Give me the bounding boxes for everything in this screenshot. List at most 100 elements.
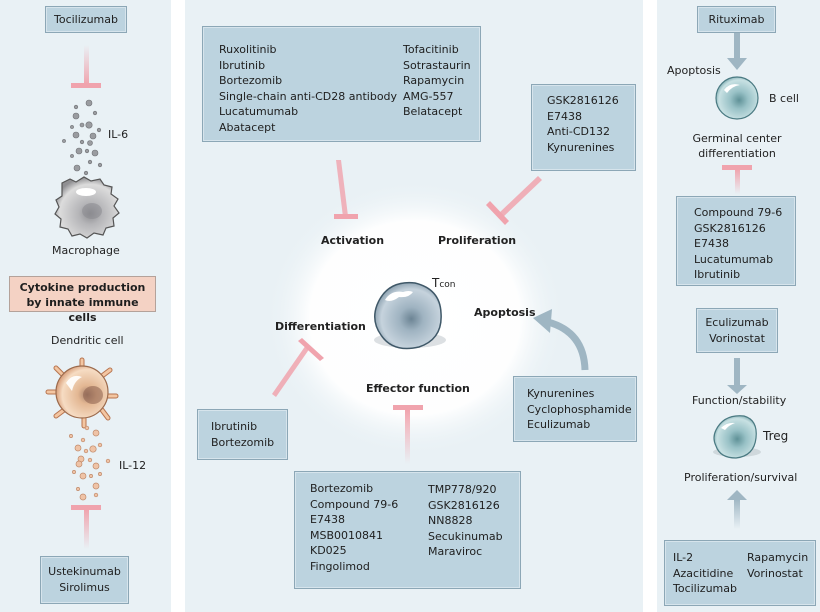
drug-name: E7438 (310, 513, 345, 526)
treg-label: Treg (763, 429, 788, 443)
drug-name: Rapamycin (403, 74, 465, 87)
drug-name: Ustekinumab (48, 565, 121, 578)
treg-proliferation-drug-box: IL-2 Azacitidine Tocilizumab Rapamycin V… (664, 540, 816, 606)
drug-name: Secukinumab (428, 529, 503, 543)
dendritic-cell-label: Dendritic cell (51, 334, 124, 347)
drug-name: GSK2816126 (428, 498, 500, 512)
drug-name: Sotrastaurin (403, 58, 471, 72)
drug-name: Maraviroc (428, 545, 483, 558)
drug-name: Ibrutinib (219, 58, 266, 72)
gc-label-line: differentiation (698, 147, 776, 160)
drug-name: Anti-CD132 (547, 125, 610, 138)
ustekinumab-inhibit-arrow (71, 505, 101, 549)
drug-name: Rapamycin (747, 551, 809, 564)
drug-name: Bortezomib (211, 435, 275, 449)
treg-label-sub: reg (768, 429, 789, 443)
apoptosis-label: Apoptosis (474, 306, 536, 319)
proliferation-inhibit-arrow (486, 176, 542, 225)
drug-name: AMG-557 (403, 89, 454, 103)
drug-name: TMP778/920 (428, 483, 497, 496)
proliferation-drug-box: GSK2816126 E7438 Anti-CD132 Kynurenines (531, 84, 636, 171)
drug-name: GSK2816126 (547, 94, 619, 107)
treg-function-promote-arrow (727, 358, 747, 394)
drug-name: Kynurenines (547, 140, 615, 154)
treg-cell-icon (713, 415, 761, 459)
drug-name: Tocilizumab (673, 582, 737, 595)
treg-function-drug-box: Eculizumab Vorinostat (696, 308, 778, 353)
effector-function-drug-box: Bortezomib Compound 79-6 E7438 MSB001084… (294, 471, 521, 589)
il12-cytokine-bubbles (69, 425, 111, 501)
drug-name: Sirolimus (59, 580, 110, 594)
proliferation-survival-label: Proliferation/survival (684, 471, 798, 484)
b-cell-apoptosis-label: Apoptosis (667, 64, 721, 77)
activation-drug-box: Ruxolitinib Ibrutinib Bortezomib Single-… (202, 26, 481, 142)
effector-inhibit-arrow (393, 405, 423, 464)
differentiation-drug-box: Ibrutinib Bortezomib (197, 409, 288, 460)
drug-name: Lucatumumab (694, 252, 774, 266)
activation-label: Activation (321, 234, 385, 247)
drug-name: E7438 (694, 237, 729, 250)
tcon-label-sub: con (439, 280, 456, 290)
apoptosis-promote-arrow (533, 309, 589, 371)
drug-name: Lucatumumab (219, 105, 299, 118)
drug-name: Belatacept (403, 105, 463, 118)
rituximab-promote-arrow (727, 33, 747, 70)
cytokine-production-box: Cytokine production by innate immune cel… (9, 276, 156, 324)
drug-name: Vorinostat (709, 331, 765, 345)
drug-name: GSK2816126 (694, 221, 766, 235)
treg-label-main: T (763, 429, 769, 443)
drug-name: KD025 (310, 544, 347, 557)
drug-name: Compound 79-6 (310, 497, 399, 511)
drug-name: Single-chain anti-CD28 antibody (219, 89, 398, 103)
tcon-cell-icon (374, 281, 446, 350)
drug-name: MSB0010841 (310, 528, 384, 542)
drug-name: Tocilizumab (54, 13, 118, 26)
drug-name: Vorinostat (747, 566, 803, 580)
differentiation-inhibit-arrow (272, 338, 324, 397)
treg-proliferation-promote-arrow (727, 490, 747, 529)
function-stability-label: Function/stability (692, 394, 787, 407)
tocilizumab-inhibit-arrow (71, 45, 101, 88)
germinal-center-label: Germinal center differentiation (690, 131, 784, 161)
drug-name: Ibrutinib (694, 268, 741, 281)
proliferation-label: Proliferation (438, 234, 517, 247)
drug-name: Eculizumab (527, 418, 591, 431)
drug-name: Ibrutinib (211, 420, 258, 433)
drug-name: NN8828 (428, 514, 473, 527)
drug-name: Ruxolitinib (219, 43, 277, 56)
drug-name: Eculizumab (705, 316, 769, 329)
il6-cytokine-bubbles (62, 99, 103, 176)
drug-name: Kynurenines (527, 387, 595, 400)
drug-name: Compound 79-6 (694, 206, 783, 219)
differentiation-label: Differentiation (275, 320, 366, 333)
gc-drug-box: Compound 79-6 GSK2816126 E7438 Lucatumum… (676, 196, 796, 286)
tcon-label-main: T (432, 276, 440, 290)
tcon-label: Tcon (432, 276, 456, 290)
cytokine-production-label: Cytokine production by innate immune cel… (19, 281, 146, 324)
drug-name: Rituximab (708, 13, 765, 26)
activation-inhibit-arrow (334, 160, 358, 219)
apoptosis-drug-box: Kynurenines Cyclophosphamide Eculizumab (513, 376, 637, 442)
drug-name: Abatacept (219, 120, 276, 134)
gc-label-line: Germinal center (692, 132, 782, 145)
drug-name: Tofacitinib (403, 43, 459, 56)
effector-function-label: Effector function (366, 382, 470, 395)
drug-name: Cyclophosphamide (527, 402, 632, 416)
macrophage-label: Macrophage (52, 244, 120, 257)
drug-name: E7438 (547, 109, 582, 123)
tocilizumab-drug-box: Tocilizumab (45, 6, 127, 33)
rituximab-drug-box: Rituximab (697, 6, 776, 33)
il12-label: IL-12 (119, 459, 147, 472)
dendritic-cell-icon (45, 357, 119, 429)
drug-name: Bortezomib (310, 482, 374, 495)
b-cell-label: B cell (769, 92, 799, 105)
ustekinumab-drug-box: Ustekinumab Sirolimus (40, 556, 129, 604)
gc-inhibit-arrow (722, 165, 752, 194)
b-cell-icon (715, 76, 759, 120)
drug-name: IL-2 (673, 551, 694, 564)
macrophage-icon (54, 176, 120, 239)
il6-label: IL-6 (108, 128, 129, 141)
drug-name: Bortezomib (219, 74, 283, 87)
drug-name: Azacitidine (673, 566, 734, 580)
